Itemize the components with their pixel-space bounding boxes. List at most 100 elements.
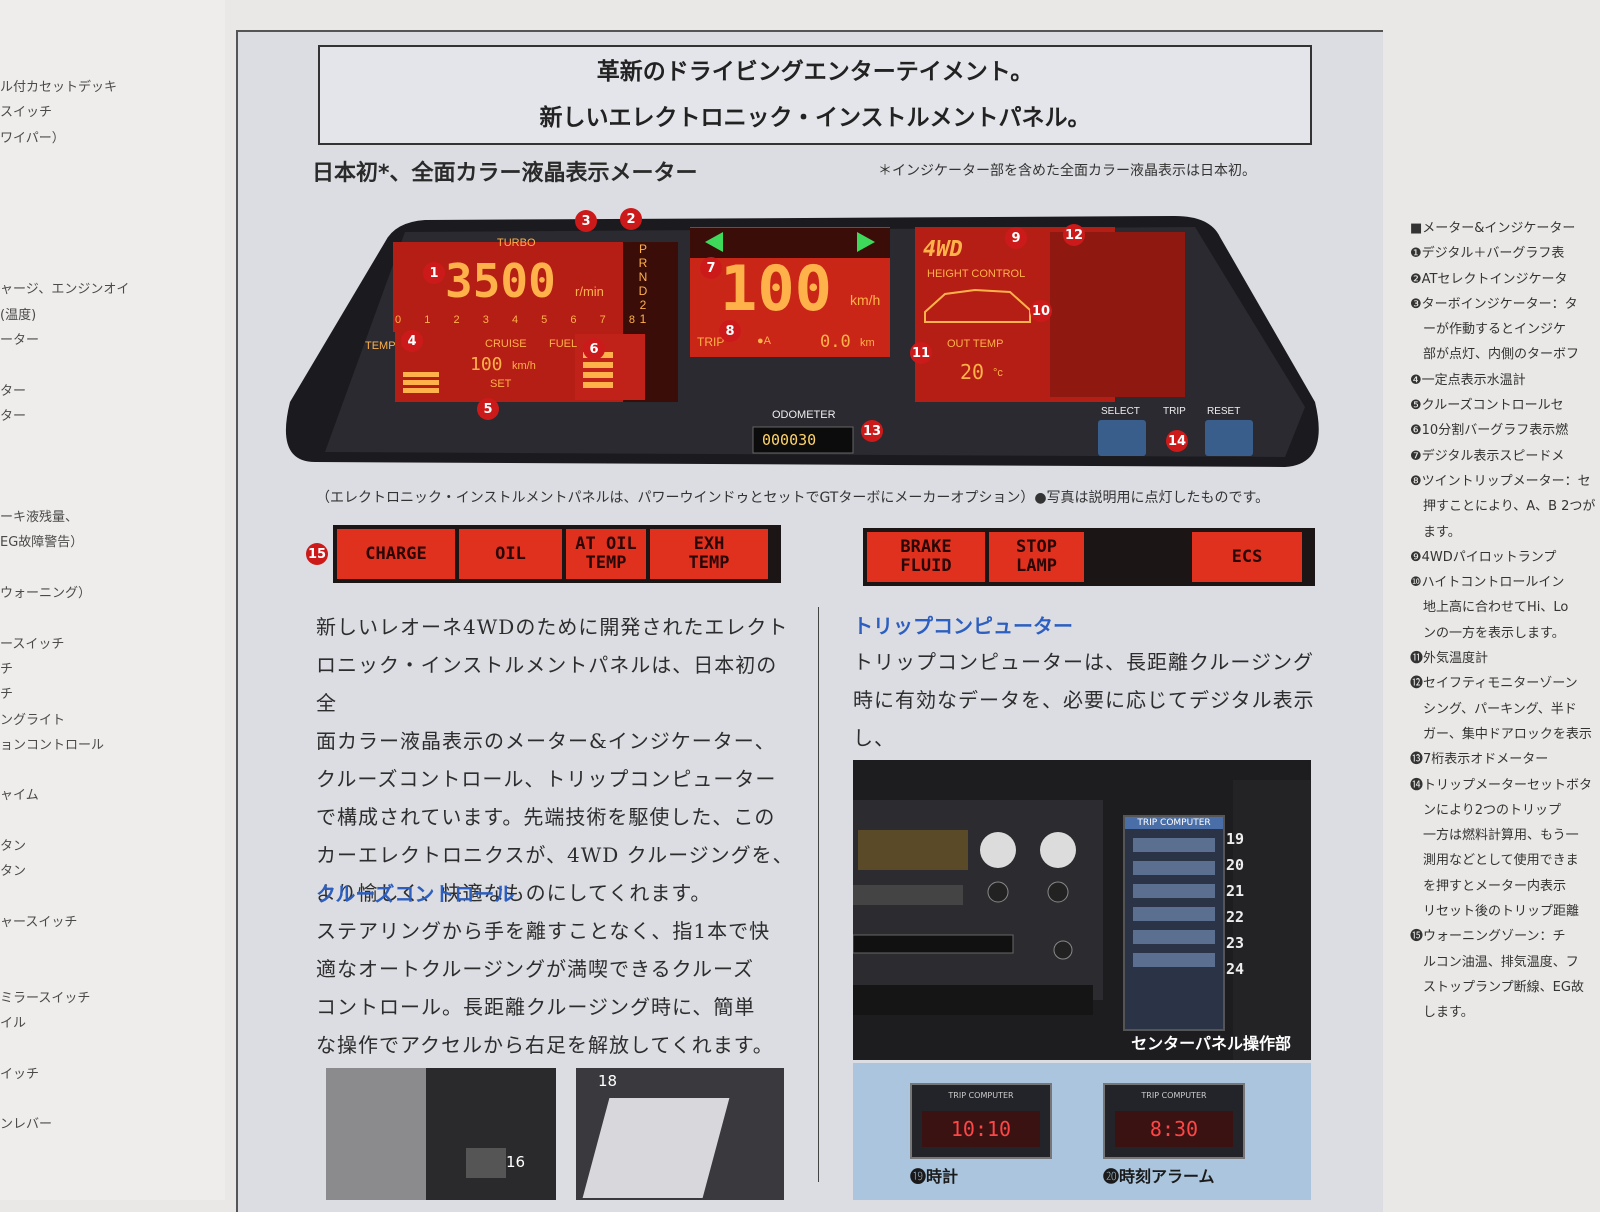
warning-lamp-stop-lamp: STOP LAMP bbox=[989, 532, 1084, 582]
trip-function-button-6 bbox=[1133, 953, 1215, 967]
switch-panel-photo: 18 bbox=[576, 1068, 784, 1200]
column-divider bbox=[818, 607, 819, 1182]
left-page-line: チ bbox=[0, 687, 14, 703]
callout-number-24: 24 bbox=[1226, 960, 1245, 978]
subtitle-footnote: ＊インジケーター部を含めた全面カラー液晶表示は日本初。 bbox=[878, 163, 1256, 179]
paragraph-line: な操作でアクセルから右足を解放してくれます。 bbox=[316, 1033, 774, 1057]
left-page-line: ワイパー） bbox=[0, 130, 65, 146]
paragraph-line: トリップコンピューターは、長距離クルージング bbox=[853, 650, 1314, 674]
left-page-line: ター bbox=[0, 408, 27, 424]
alarm-label: ⓴時刻アラーム bbox=[1103, 1167, 1215, 1186]
legend-index-line: 押すことにより、A、B 2つが bbox=[1410, 499, 1596, 515]
paragraph-line: ロニック・インストルメントパネルは、日本初の全 bbox=[316, 653, 778, 715]
trip-mode: ●A bbox=[757, 335, 771, 347]
callout-badge-7: 7 bbox=[700, 257, 722, 279]
headline-line-1: 革新のドライビングエンターテイメント。 bbox=[596, 59, 1034, 85]
callout-number-19: 19 bbox=[1226, 830, 1245, 848]
clock-display: TRIP COMPUTER 10:10 bbox=[910, 1083, 1052, 1159]
cruise-control-heading: クルーズコントロール bbox=[316, 882, 515, 906]
warning-lamp-charge: CHARGE bbox=[337, 529, 455, 579]
legend-index-line: ガー、集中ドアロックを表示 bbox=[1410, 726, 1592, 742]
legend-index-line: を押すとメーター内表示 bbox=[1410, 878, 1567, 894]
left-page-line: ースイッチ bbox=[0, 636, 65, 652]
tach-scale-tick: 0 bbox=[395, 314, 402, 326]
left-page-line: ョンコントロール bbox=[0, 737, 105, 753]
legend-index-line: ⓮トリップメーターセットボタ bbox=[1410, 777, 1593, 793]
out-temp-label: OUT TEMP bbox=[947, 338, 1004, 350]
out-temp-readout: 20 bbox=[960, 360, 985, 384]
callout-number-20: 20 bbox=[1226, 856, 1245, 874]
legend-index-line: ❾4WDパイロットランプ bbox=[1410, 549, 1557, 565]
left-page-line: ャイム bbox=[0, 788, 39, 804]
cruise-label: CRUISE bbox=[485, 338, 527, 350]
paragraph-line: 適なオートクルージングが満喫できるクルーズ bbox=[316, 957, 754, 981]
warning-lamp-brake-fluid: BRAKE FLUID bbox=[867, 532, 985, 582]
left-page-line: ーキ液残量、 bbox=[0, 510, 79, 526]
legend-index-line: ⓯ウォーニングゾーン：チ bbox=[1410, 929, 1566, 945]
gear-position: R bbox=[638, 256, 648, 270]
legend-index-line: ⓬セイフティモニターゾーン bbox=[1410, 676, 1578, 692]
tach-scale-tick: 1 bbox=[424, 314, 431, 326]
left-page-line: タン bbox=[0, 839, 27, 854]
callout-badge-10: 10 bbox=[1030, 300, 1052, 322]
legend-index-line: ❿ハイトコントロールイン bbox=[1410, 575, 1565, 591]
warning-lamp-at-oil-temp: AT OIL TEMP bbox=[566, 529, 646, 579]
legend-index-line: 一方は燃料計算用、もう一 bbox=[1410, 828, 1579, 844]
clock-readout: 10:10 bbox=[922, 1111, 1040, 1147]
paragraph-line: 時に有効なデータを、必要に応じてデジタル表示し、 bbox=[853, 688, 1315, 750]
headline-box: 革新のドライビングエンターテイメント。 新しいエレクトロニック・インストルメント… bbox=[318, 45, 1312, 145]
callout-badge-8: 8 bbox=[719, 320, 741, 342]
gear-position: 2 bbox=[639, 298, 647, 312]
legend-index-line: 部が点灯、内側のターボフ bbox=[1410, 347, 1580, 363]
cluster-caption: （エレクトロニック・インストルメントパネルは、パワーウインドゥとセットでGTター… bbox=[316, 490, 1270, 506]
legend-index-line: ❻10分割バーグラフ表示燃 bbox=[1410, 423, 1569, 439]
intro-paragraph: 新しいレオーネ4WDのために開発されたエレクトロニック・インストルメントパネルは… bbox=[316, 608, 796, 912]
callout-badge-3: 3 bbox=[575, 210, 597, 232]
select-label: SELECT bbox=[1101, 406, 1140, 417]
legend-index-line: ンにより2つのトリップ bbox=[1410, 802, 1562, 818]
left-page-line: ンレバー bbox=[0, 1117, 53, 1133]
center-panel-caption: センターパネル操作部 bbox=[1131, 1034, 1291, 1053]
tach-scale-tick: 5 bbox=[541, 314, 548, 326]
trip-computer-panel-header: TRIP COMPUTER bbox=[1125, 817, 1223, 829]
trip-function-button-5 bbox=[1133, 930, 1215, 944]
left-page-line: EG故障警告） bbox=[0, 535, 84, 551]
gear-position: P bbox=[638, 242, 647, 256]
callout-badge-4: 4 bbox=[401, 330, 423, 352]
paragraph-line: カーエレクトロニクスが、4WD クルージングを、 bbox=[316, 843, 794, 867]
paragraph-line: ステアリングから手を離すことなく、指1本で快 bbox=[316, 919, 771, 943]
temp-label: TEMP bbox=[365, 340, 396, 352]
legend-index-line: ルコン油温、排気温度、フ bbox=[1410, 954, 1579, 970]
trip-function-button-4 bbox=[1133, 907, 1215, 921]
callout-badge-5: 5 bbox=[477, 398, 499, 420]
cruise-control-paragraph: ステアリングから手を離すことなく、指1本で快適なオートクルージングが満喫できるク… bbox=[316, 912, 796, 1064]
left-page-line: ター bbox=[0, 383, 27, 399]
tach-scale-tick: 3 bbox=[482, 314, 489, 326]
odometer-readout: 000030 bbox=[762, 431, 817, 449]
legend-index-line: 測用などとして使用できま bbox=[1410, 853, 1579, 869]
callout-badge-9: 9 bbox=[1005, 227, 1027, 249]
turbo-label: TURBO bbox=[497, 237, 536, 249]
left-page-line: イル bbox=[0, 1016, 27, 1032]
legend-index-line: ■メーター&インジケーター bbox=[1410, 221, 1576, 236]
callout-badge-13: 13 bbox=[861, 420, 883, 442]
speed-unit: km/h bbox=[850, 292, 881, 308]
callout-number-21: 21 bbox=[1226, 882, 1245, 900]
left-page-line: ャースイッチ bbox=[0, 914, 78, 930]
tach-scale-tick: 8 bbox=[628, 314, 635, 326]
callout-badge-6: 6 bbox=[583, 338, 605, 360]
fuel-label: FUEL bbox=[549, 338, 578, 350]
callout-badge-2: 2 bbox=[620, 208, 642, 230]
left-page-line: タン bbox=[0, 864, 27, 880]
tach-scale-tick: 2 bbox=[453, 314, 460, 326]
gear-position: 1 bbox=[639, 312, 647, 326]
legend-index-line: シング、パーキング、半ド bbox=[1410, 701, 1577, 717]
legend-index-line: ⓫外気温度計 bbox=[1410, 651, 1489, 667]
reset-label: RESET bbox=[1207, 406, 1241, 417]
trip-label: TRIP bbox=[697, 335, 725, 349]
left-page-line: ル付カセットデッキ bbox=[0, 80, 118, 95]
callout-badge-11: 11 bbox=[910, 342, 932, 364]
